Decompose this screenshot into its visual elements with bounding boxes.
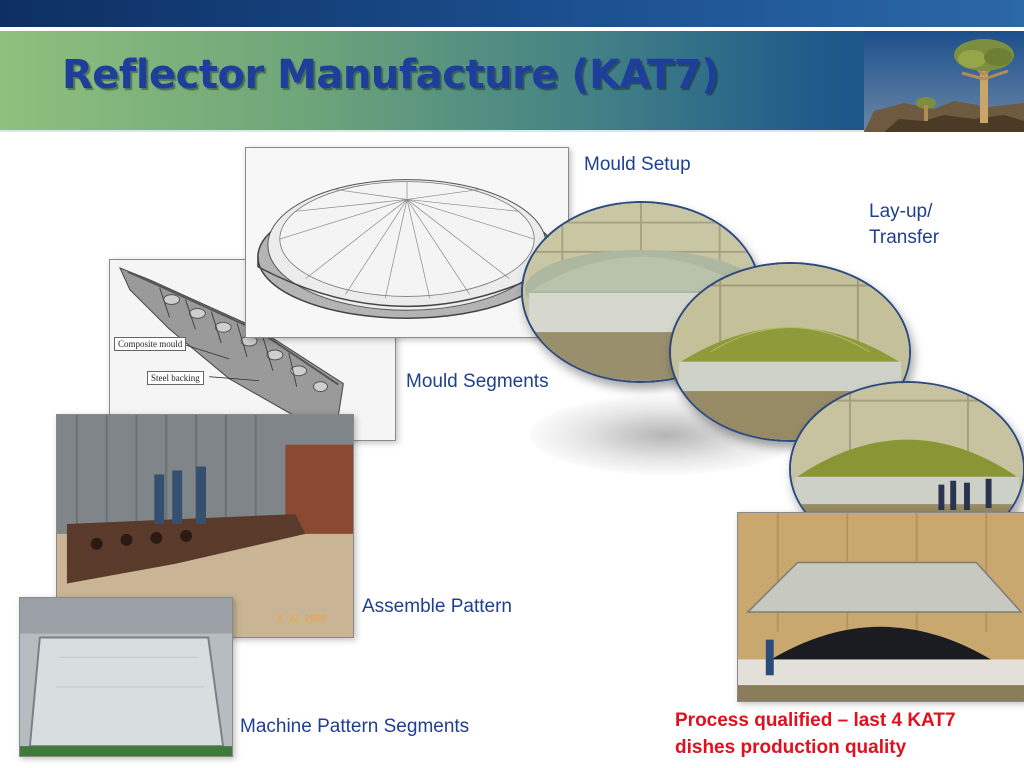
- composite-mould-label: Composite mould: [114, 337, 187, 351]
- layup-caption-line1: Lay-up/: [869, 201, 933, 222]
- layup-caption-line2: Transfer: [869, 227, 940, 248]
- steel-backing-label: Steel backing: [147, 371, 204, 385]
- quiver-tree-logo: [864, 31, 1024, 132]
- production-dish-photo: [737, 512, 1024, 702]
- qualified-caption-line2: dishes production quality: [675, 737, 907, 758]
- page-title: Reflector Manufacture (KAT7): [62, 52, 719, 98]
- top-bar: [0, 0, 1024, 27]
- machine-pattern-caption: Machine Pattern Segments: [240, 716, 470, 737]
- mould-dome-diagram: [245, 147, 569, 338]
- date-stamp: 8 12 2008: [278, 614, 326, 624]
- mould-segments-caption: Mould Segments: [406, 371, 549, 392]
- qualified-caption-line1: Process qualified – last 4 KAT7: [675, 710, 956, 731]
- machine-pattern-photo: [19, 597, 233, 757]
- assemble-pattern-caption: Assemble Pattern: [362, 596, 512, 617]
- mould-setup-caption: Mould Setup: [584, 154, 691, 175]
- title-band: [0, 31, 1024, 132]
